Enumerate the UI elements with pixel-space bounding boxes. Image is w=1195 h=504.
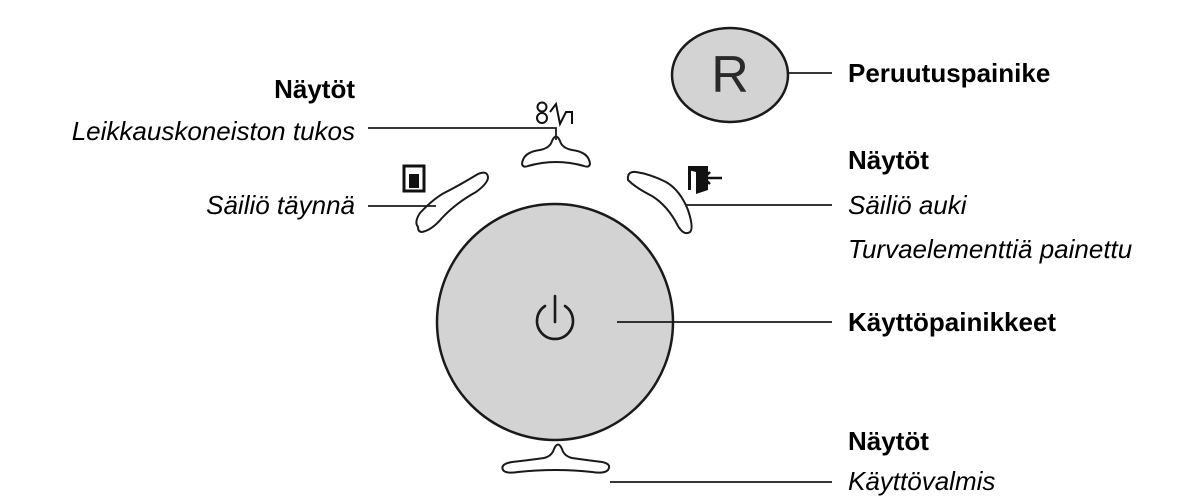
bottom-group-heading: Näytöt xyxy=(848,426,929,456)
power-icon xyxy=(535,294,575,341)
safety-pressed-label: Turvaelementtiä painettu xyxy=(848,234,1133,264)
bin-full-label: Säiliö täynnä xyxy=(206,190,355,220)
bin-open-indicator xyxy=(626,170,693,235)
bin-open-label: Säiliö auki xyxy=(848,190,967,220)
reset-button-label: Peruutuspainike xyxy=(848,58,1051,88)
power-button-label: Käyttöpainikkeet xyxy=(848,307,1057,337)
jam-label: Leikkauskoneiston tukos xyxy=(71,116,355,146)
jam-indicator xyxy=(520,135,592,168)
bin-open-icon xyxy=(688,166,722,194)
cutter-jam-icon xyxy=(536,101,573,128)
left-group-heading: Näytöt xyxy=(274,74,355,104)
reset-button-letter: R xyxy=(711,46,749,104)
right-group-heading: Näytöt xyxy=(848,145,929,175)
reset-button[interactable] xyxy=(670,26,790,124)
jam-leader-line xyxy=(368,127,557,140)
bin-full-indicator xyxy=(415,171,490,234)
bin-full-icon xyxy=(402,164,426,193)
ready-label: Käyttövalmis xyxy=(848,466,996,496)
ready-indicator xyxy=(501,443,611,474)
